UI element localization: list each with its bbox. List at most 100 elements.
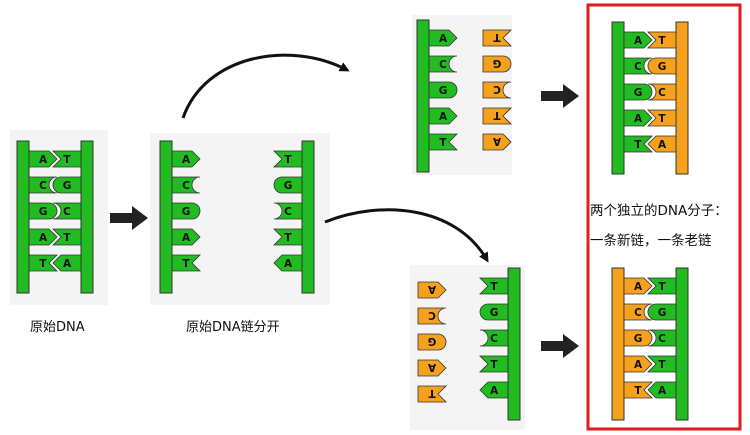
- step-arrow-1: [110, 206, 148, 230]
- base-result-bottom-dna-R2: C: [647, 329, 677, 347]
- base-letter: G: [428, 335, 437, 347]
- base-letter: C: [634, 61, 642, 73]
- base-letter: C: [490, 333, 498, 345]
- base-bottom-old-strand-4: A: [479, 381, 509, 399]
- base-original-dna-R1: G: [52, 176, 82, 194]
- base-top-old-strand-4: T: [428, 133, 458, 151]
- base-letter: T: [658, 281, 666, 293]
- base-letter: T: [493, 31, 501, 43]
- separated-left-strand-backbone: [159, 140, 173, 294]
- base-letter: C: [284, 206, 292, 218]
- base-top-new-bases-2: C: [482, 81, 512, 99]
- base-top-old-strand-1: C: [428, 55, 458, 73]
- original-dna-label: 原始DNA: [30, 320, 85, 335]
- result-arrow-bottom: [541, 334, 579, 358]
- base-result-bottom-dna-L4: T: [623, 381, 653, 399]
- base-top-new-bases-3: T: [482, 107, 512, 125]
- base-separated-right-strand-0: T: [273, 150, 303, 168]
- base-letter: A: [492, 135, 501, 147]
- base-letter: C: [39, 180, 47, 192]
- base-top-old-strand-3: A: [428, 107, 458, 125]
- base-separated-left-strand-4: T: [171, 254, 201, 272]
- base-letter: A: [634, 35, 643, 47]
- result-bottom-dna-left-backbone: [611, 267, 625, 421]
- curved-arrow-bottom: [324, 208, 489, 263]
- base-letter: C: [634, 307, 642, 319]
- base-letter: T: [490, 359, 498, 371]
- base-letter: G: [493, 57, 502, 69]
- base-letter: C: [439, 59, 447, 71]
- base-separated-right-strand-1: G: [273, 176, 303, 194]
- base-letter: G: [39, 206, 48, 218]
- base-letter: A: [63, 258, 72, 270]
- base-letter: A: [427, 361, 436, 373]
- result-frame: [586, 3, 742, 431]
- base-bottom-new-bases-3: A: [417, 359, 447, 377]
- base-letter: G: [439, 85, 448, 97]
- base-result-bottom-dna-L2: G: [623, 329, 653, 347]
- separated-right-strand-backbone: [301, 140, 315, 294]
- base-letter: T: [39, 258, 47, 270]
- base-letter: C: [658, 87, 666, 99]
- base-letter: T: [493, 109, 501, 121]
- base-letter: A: [39, 154, 48, 166]
- base-original-dna-R2: C: [52, 202, 82, 220]
- base-letter: T: [428, 387, 436, 399]
- result-arrow-top: [541, 84, 579, 108]
- base-letter: C: [182, 180, 190, 192]
- base-result-top-dna-L1: C: [623, 57, 653, 75]
- base-letter: A: [634, 281, 643, 293]
- base-letter: C: [428, 309, 436, 321]
- base-bottom-old-strand-0: T: [479, 277, 509, 295]
- base-separated-right-strand-3: T: [273, 228, 303, 246]
- base-letter: T: [634, 385, 642, 397]
- base-letter: G: [63, 180, 72, 192]
- base-letter: A: [39, 232, 48, 244]
- base-letter: G: [284, 180, 293, 192]
- base-letter: A: [658, 385, 667, 397]
- base-original-dna-L4: T: [28, 254, 58, 272]
- base-separated-left-strand-2: G: [171, 202, 201, 220]
- base-top-new-bases-4: A: [482, 133, 512, 151]
- base-letter: T: [284, 232, 292, 244]
- base-bottom-new-bases-4: T: [417, 385, 447, 403]
- base-top-new-bases-1: G: [482, 55, 512, 73]
- base-result-top-dna-R2: C: [647, 83, 677, 101]
- base-result-bottom-dna-R4: A: [647, 381, 677, 399]
- base-bottom-old-strand-3: T: [479, 355, 509, 373]
- base-top-old-strand-2: G: [428, 81, 458, 99]
- original-dna-left-backbone: [16, 140, 30, 294]
- base-separated-right-strand-4: A: [273, 254, 303, 272]
- base-original-dna-R4: A: [52, 254, 82, 272]
- base-result-bottom-dna-L1: C: [623, 303, 653, 321]
- result-top-dna-right-backbone: [675, 21, 689, 175]
- base-letter: A: [490, 385, 499, 397]
- base-letter: A: [634, 359, 643, 371]
- base-letter: T: [439, 137, 447, 149]
- base-letter: T: [490, 281, 498, 293]
- result-caption: 两个独立的DNA分子： 一条新链，一条老链: [590, 196, 728, 256]
- base-letter: G: [658, 61, 667, 73]
- base-result-top-dna-R4: A: [647, 135, 677, 153]
- base-result-top-dna-R3: T: [647, 109, 677, 127]
- base-separated-left-strand-3: A: [171, 228, 201, 246]
- base-result-top-dna-R1: G: [647, 57, 677, 75]
- base-letter: C: [493, 83, 501, 95]
- base-letter: A: [634, 113, 643, 125]
- base-letter: T: [182, 258, 190, 270]
- separated-strands-label: 原始DNA链分开: [186, 320, 280, 335]
- base-top-new-bases-0: T: [482, 29, 512, 47]
- base-bottom-new-bases-2: G: [417, 333, 447, 351]
- top-old-strand-backbone: [416, 19, 430, 173]
- base-letter: A: [658, 139, 667, 151]
- base-result-top-dna-L4: T: [623, 135, 653, 153]
- base-original-dna-R3: T: [52, 228, 82, 246]
- base-letter: C: [658, 333, 666, 345]
- base-result-bottom-dna-R3: T: [647, 355, 677, 373]
